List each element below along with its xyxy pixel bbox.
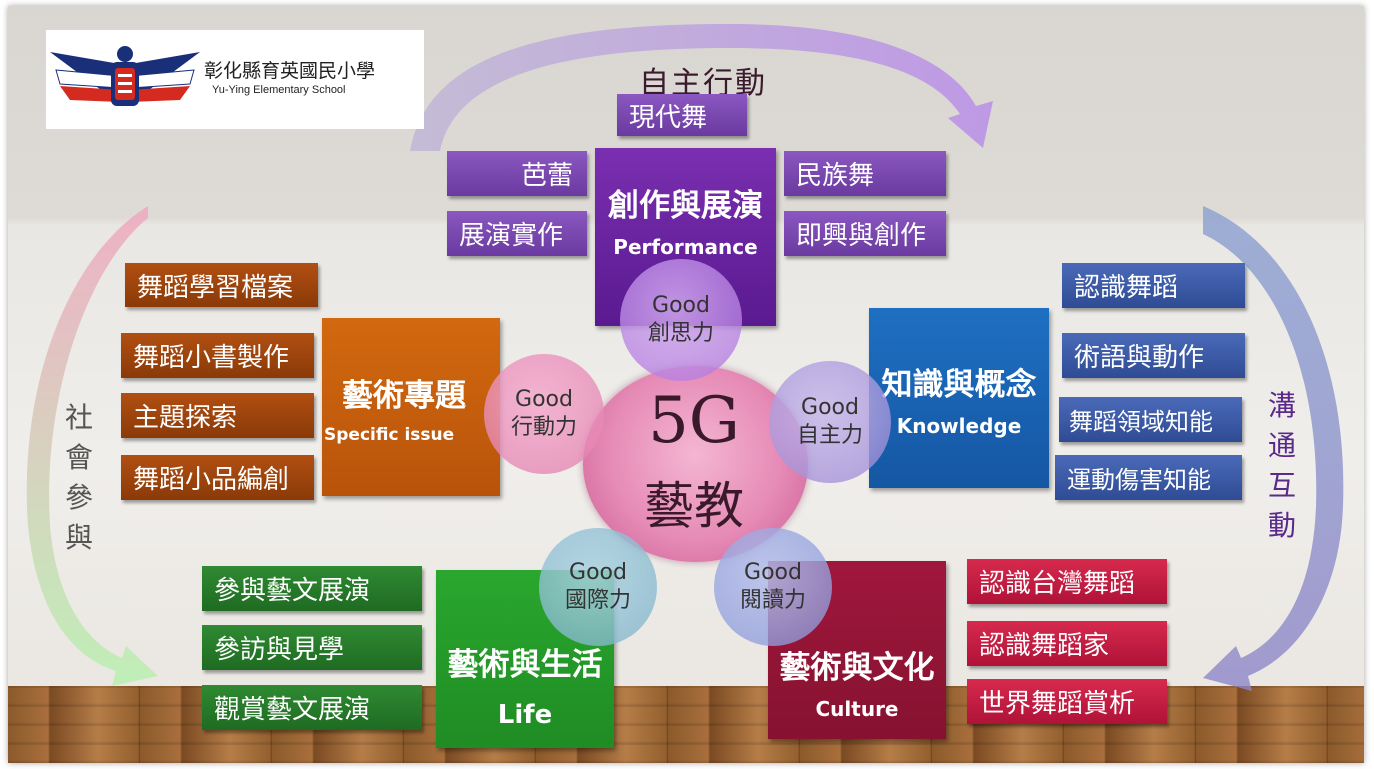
- specific-item-choreography: 舞蹈小品編創: [121, 455, 314, 500]
- knowledge-main-box: 知識與概念 Knowledge: [869, 308, 1049, 488]
- good-creativity-label: 創思力: [647, 321, 714, 346]
- performance-item-improvisation: 即興與創作: [784, 211, 946, 256]
- specific-title: 藝術專題: [342, 377, 466, 414]
- specific-item-booklet: 舞蹈小書製作: [121, 333, 314, 378]
- knowledge-item-domain: 舞蹈領域知能: [1059, 397, 1242, 442]
- good-circle-creativity: Good 創思力: [620, 259, 742, 381]
- left-arrow-label: 社會參與: [64, 401, 93, 554]
- left-arrow: [26, 206, 159, 686]
- good-creativity-word: Good: [652, 293, 710, 318]
- life-item-appreciate: 觀賞藝文展演: [202, 685, 422, 730]
- life-item-participate: 參與藝文展演: [202, 566, 422, 611]
- life-title: 藝術與生活: [447, 647, 603, 683]
- school-name-en: Yu-Ying Elementary School: [212, 84, 346, 96]
- good-circle-international: Good 國際力: [539, 528, 657, 646]
- good-circle-reading: Good 閱讀力: [714, 528, 832, 646]
- school-emblem-icon: [50, 46, 200, 106]
- slide: 彰化縣育英國民小學 Yu-Ying Elementary School 自主行動…: [8, 6, 1364, 763]
- good-reading-word: Good: [744, 560, 802, 585]
- good-autonomy-label: 自主力: [796, 423, 863, 448]
- good-action-label: 行動力: [510, 415, 577, 440]
- right-arrow-label: 溝通互動: [1267, 389, 1296, 542]
- knowledge-item-dance-awareness: 認識舞蹈: [1062, 263, 1245, 308]
- performance-subtitle: Performance: [613, 235, 758, 259]
- center-5g-text: 5G: [648, 384, 740, 458]
- performance-item-folk-dance: 民族舞: [784, 151, 946, 196]
- performance-item-modern-dance: 現代舞: [617, 94, 747, 136]
- performance-item-ballet: 芭蕾: [447, 151, 587, 196]
- good-reading-label: 閱讀力: [739, 588, 806, 613]
- life-subtitle: Life: [497, 700, 553, 730]
- school-logo-card: 彰化縣育英國民小學 Yu-Ying Elementary School: [46, 30, 424, 129]
- culture-item-taiwan-dance: 認識台灣舞蹈: [967, 559, 1167, 604]
- good-circle-autonomy: Good 自主力: [769, 361, 891, 483]
- top-arrow: [410, 24, 993, 151]
- specific-main-box: 藝術專題 Specific issue: [322, 318, 500, 496]
- performance-item-showcase: 展演實作: [447, 211, 587, 256]
- knowledge-subtitle: Knowledge: [896, 413, 1022, 438]
- good-circle-action: Good 行動力: [484, 354, 604, 474]
- good-international-label: 國際力: [564, 588, 631, 613]
- specific-item-theme: 主題探索: [121, 393, 314, 438]
- specific-subtitle: Specific issue: [324, 424, 455, 445]
- knowledge-item-injury: 運動傷害知能: [1055, 455, 1242, 500]
- culture-subtitle: Culture: [815, 697, 899, 721]
- life-item-visit: 參訪與見學: [202, 625, 422, 670]
- specific-item-portfolio: 舞蹈學習檔案: [125, 263, 318, 307]
- knowledge-title: 知識與概念: [881, 366, 1037, 403]
- good-international-word: Good: [569, 560, 627, 585]
- culture-title: 藝術與文化: [779, 650, 935, 686]
- cycle-arrows: [26, 24, 1344, 691]
- center-art-education-text: 藝教: [644, 477, 744, 535]
- good-action-word: Good: [515, 387, 573, 412]
- culture-item-dancers: 認識舞蹈家: [967, 621, 1167, 666]
- culture-item-world-dance: 世界舞蹈賞析: [967, 679, 1167, 724]
- right-arrow: [1203, 206, 1344, 691]
- good-autonomy-word: Good: [801, 395, 859, 420]
- performance-title: 創作與展演: [608, 188, 763, 224]
- knowledge-item-terminology: 術語與動作: [1062, 333, 1245, 378]
- school-name-zh: 彰化縣育英國民小學: [204, 60, 376, 82]
